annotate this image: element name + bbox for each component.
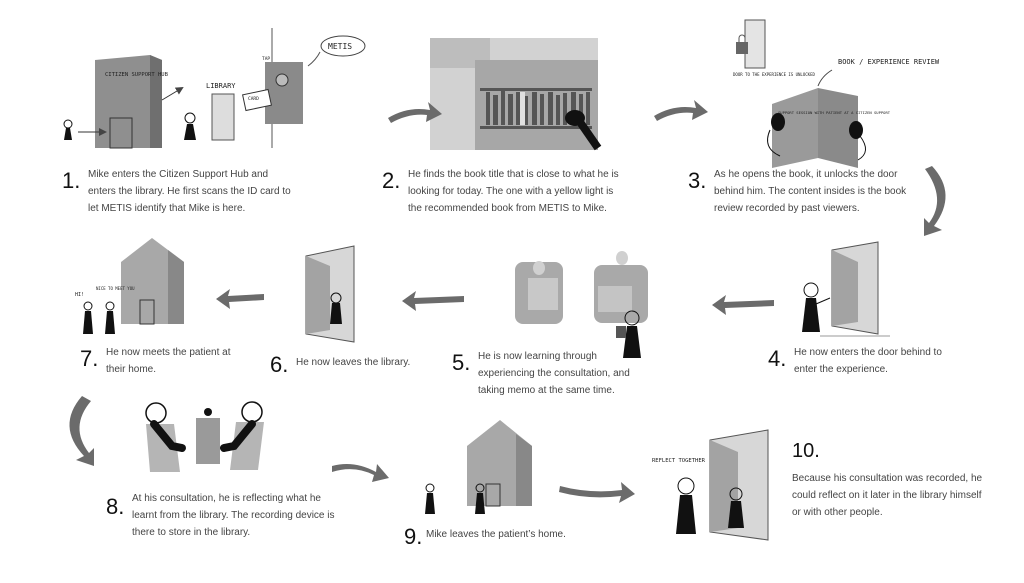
arrow-3-down-icon [924, 166, 946, 236]
scene-4-enter-door [802, 241, 890, 337]
tap-label: TAP [262, 56, 270, 62]
step-text: He finds the book title that is close to… [408, 169, 619, 214]
arrow-3-to-4-icon [654, 100, 708, 121]
patient-figure [475, 483, 485, 514]
book-title-label: BOOK / EXPERIENCE REVIEW [838, 58, 940, 66]
mike-figure [83, 301, 93, 334]
step-text: Because his consultation was recorded, h… [792, 473, 983, 518]
mike-figure [330, 292, 342, 324]
step-text: Mike enters the Citizen Support Hub and … [88, 169, 291, 214]
scene-2-bookshelf [430, 38, 602, 151]
step-number: 9. [404, 524, 423, 549]
scene-5-consultation-memo [515, 251, 648, 358]
flow-arrows [69, 100, 946, 503]
step-number: 7. [80, 346, 99, 371]
arrow-9-to-10-icon [559, 482, 635, 503]
step-text: As he opens the book, it unlocks the doo… [714, 169, 907, 214]
reflect-label: REFLECT TOGETHER [652, 458, 706, 464]
step-number: 10. [792, 440, 820, 462]
arrow-7-down-icon [69, 396, 94, 466]
step-number: 5. [452, 350, 471, 375]
mike-figure [145, 402, 186, 452]
book-page-text: SUPPORT SESSION WITH PATIENT AT A CITIZE… [778, 110, 891, 115]
arrow-2-to-3-icon [388, 102, 442, 123]
arrow-4-to-5-icon [712, 295, 774, 315]
mike-figure [676, 477, 696, 534]
card-label: CARD [248, 96, 259, 102]
metis-label: METIS [328, 42, 352, 51]
arrow-6-to-7-icon [216, 289, 264, 309]
step-number: 4. [768, 346, 787, 371]
mike-figure [616, 310, 641, 358]
patient-figure [220, 401, 263, 452]
arrow-5-to-6-icon [402, 291, 464, 311]
step-number: 8. [106, 494, 125, 519]
step-text: At his consultation, he is reflecting wh… [132, 493, 335, 538]
mike-figure [802, 282, 831, 332]
library-label: LIBRARY [206, 82, 236, 90]
scene-3-book-review: DOOR TO THE EXPERIENCE IS UNLOCKED SUPPO… [733, 19, 940, 168]
step-number: 6. [270, 352, 289, 377]
mike-figure [425, 483, 435, 514]
scene-1-hub-entry: CITIZEN SUPPORT HUB LIBRARY CARD TAP MET… [63, 28, 366, 149]
mike-figure [63, 119, 73, 140]
scene-9-leave-home [425, 420, 532, 514]
scene-10-reflect-together: REFLECT TOGETHER [652, 429, 769, 541]
scene-8-consultation [145, 401, 264, 472]
step-number: 3. [688, 168, 707, 193]
scene-6-leave-library [305, 245, 355, 343]
step-number: 2. [382, 168, 401, 193]
step-text: He now enters the door behind to enter t… [794, 347, 942, 375]
step-text: He now leaves the library. [296, 357, 411, 368]
scene-7-patient-home: HI! NICE TO MEET YOU [75, 238, 184, 334]
step-text: He now meets the patient at their home. [106, 347, 231, 375]
person-figure [728, 487, 744, 528]
mike-figure [184, 112, 196, 140]
greeting-hi: HI! [75, 292, 84, 298]
step-text: Mike leaves the patient’s home. [426, 529, 566, 540]
greeting-nice: NICE TO MEET YOU [96, 286, 135, 291]
door-unlocked-label: DOOR TO THE EXPERIENCE IS UNLOCKED [733, 72, 815, 77]
step-number: 1. [62, 168, 81, 193]
patient-figure [105, 301, 115, 334]
hub-label: CITIZEN SUPPORT HUB [105, 72, 169, 78]
step-text: He is now learning through experiencing … [478, 351, 630, 396]
arrow-8-to-9-icon [332, 464, 389, 482]
